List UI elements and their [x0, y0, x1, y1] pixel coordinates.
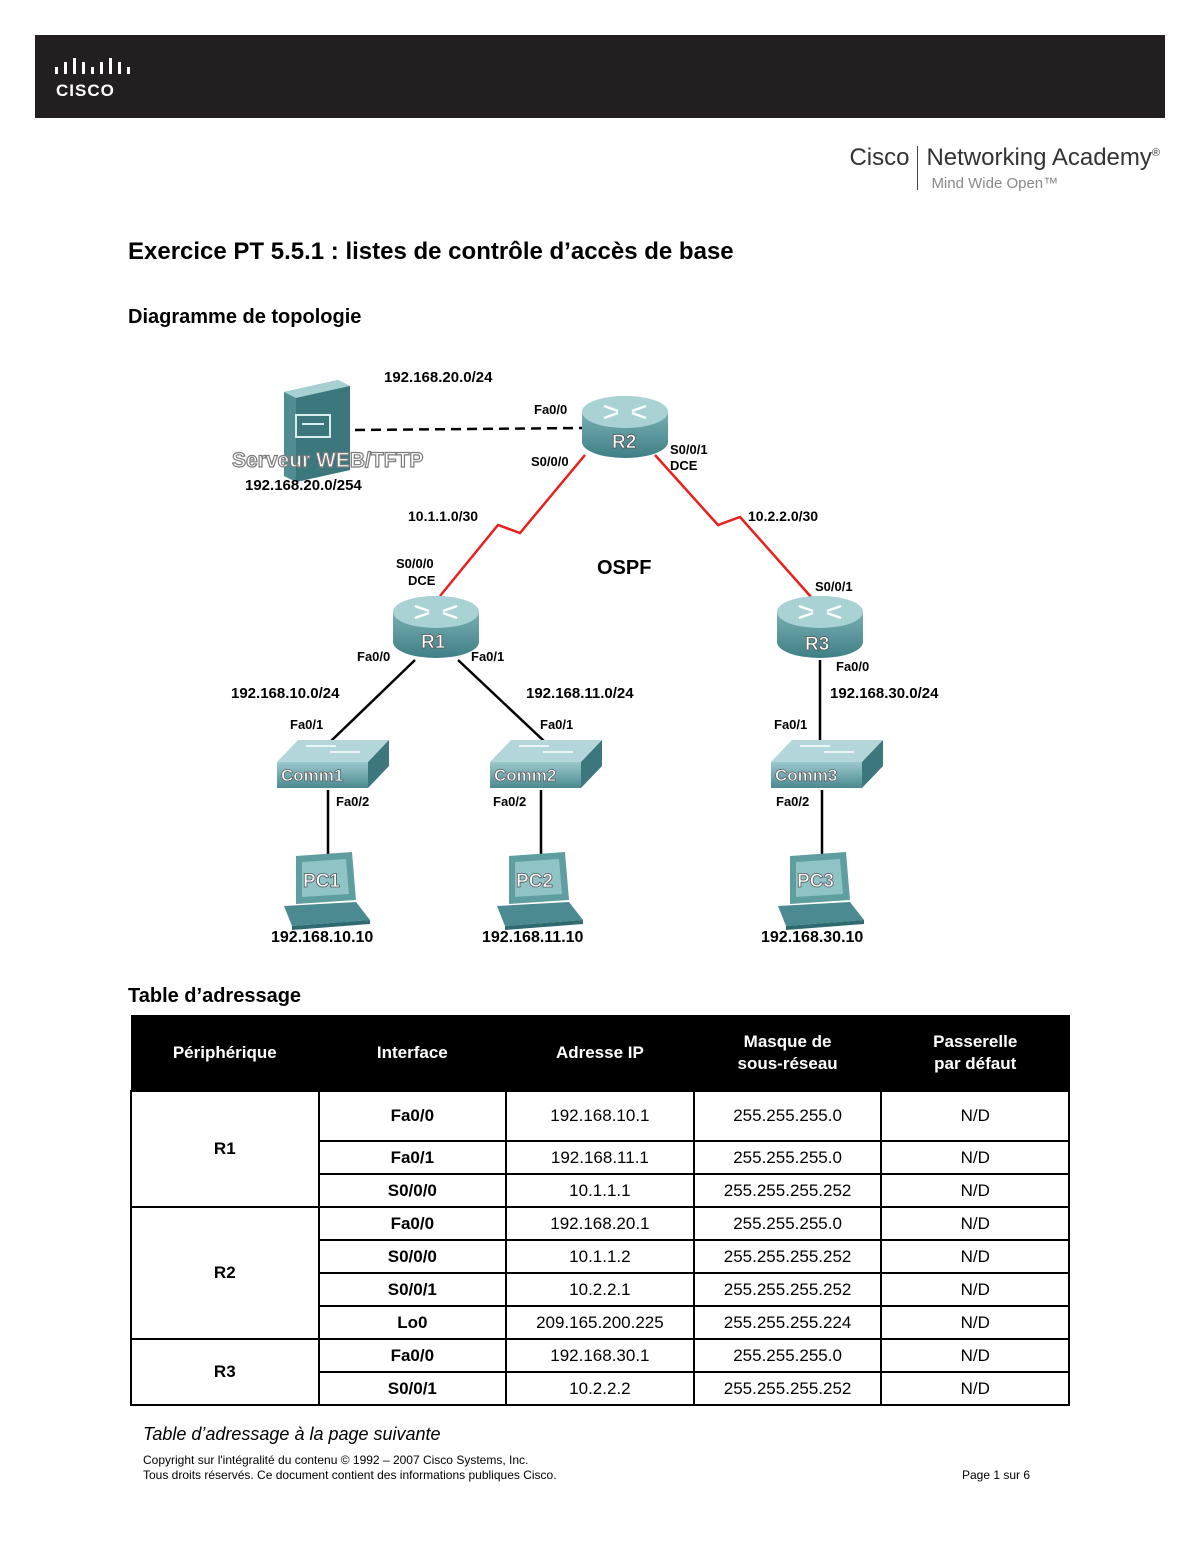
r1-dce: DCE	[408, 573, 436, 588]
comm3-name: Comm3	[775, 766, 837, 785]
r3-name: R3	[805, 634, 829, 655]
academy-tagline: Mind Wide Open™	[931, 175, 1059, 192]
r1-s000: S0/0/0	[396, 556, 434, 571]
pc3-name: PC3	[797, 871, 834, 892]
r3-fa00: Fa0/0	[836, 659, 869, 674]
link-r2-r3-label: 10.2.2.0/30	[748, 508, 818, 524]
router-r3-icon	[777, 596, 863, 658]
pc1-icon	[284, 852, 370, 930]
topology-heading: Diagramme de topologie	[128, 306, 362, 328]
server-net: 192.168.20.0/24	[384, 369, 493, 386]
comm2-up: Fa0/1	[540, 717, 573, 732]
page-number: Page 1 sur 6	[962, 1468, 1031, 1482]
table-row: S0/0/0 10.1.1.1 255.255.255.252 N/D	[131, 1173, 1070, 1208]
table-row: S0/0/0 10.1.1.2 255.255.255.252 N/D	[131, 1239, 1070, 1274]
academy-mark: ®	[1151, 147, 1160, 159]
addressing-table: Périphérique Interface Adresse IP Masque…	[130, 1015, 1070, 1406]
link-r1-r2-label: 10.1.1.0/30	[408, 508, 478, 524]
pc2-ip: 192.168.11.10	[482, 929, 584, 946]
router-r1-icon	[393, 596, 479, 658]
server-name: Serveur WEB/TFTP	[232, 449, 423, 472]
ospf-label: OSPF	[597, 557, 651, 579]
col-interface: Interface	[318, 1015, 507, 1092]
table-row: Fa0/1 192.168.11.1 255.255.255.0 N/D	[131, 1140, 1070, 1175]
table-row: S0/0/1 10.2.2.2 255.255.255.252 N/D	[131, 1371, 1070, 1406]
academy-right: Networking Academy	[926, 144, 1152, 171]
comm3-down: Fa0/2	[776, 794, 809, 809]
pc1-name: PC1	[303, 871, 340, 892]
link-r1-comm2	[457, 659, 546, 743]
cisco-wordmark: CISCO	[56, 81, 115, 100]
r3-s001: S0/0/1	[815, 579, 853, 594]
comm3-up: Fa0/1	[774, 717, 807, 732]
page-title: Exercice PT 5.5.1 : listes de contrôle d…	[128, 238, 734, 265]
cisco-bridge-icon	[55, 58, 130, 74]
r1-fa01: Fa0/1	[471, 649, 504, 664]
server-icon	[284, 380, 350, 482]
r2-fa00: Fa0/0	[534, 402, 567, 417]
switch-comm3-icon	[771, 740, 883, 788]
r2-s000: S0/0/0	[531, 454, 569, 469]
table-header-row: Périphérique Interface Adresse IP Masque…	[130, 1015, 1070, 1092]
academy-left: Cisco	[849, 144, 910, 171]
server-ip: 192.168.20.0/254	[245, 477, 362, 494]
pc3-ip: 192.168.30.10	[761, 929, 863, 946]
table-row: R3 Fa0/0 192.168.30.1 255.255.255.0 N/D	[130, 1338, 1070, 1406]
link-server-r2	[354, 426, 583, 432]
col-ip: Adresse IP	[505, 1015, 695, 1092]
device-cell: R3	[130, 1338, 320, 1406]
table-continued-note: Table d’adressage à la page suivante	[143, 1424, 441, 1444]
net-comm3-label: 192.168.30.0/24	[830, 685, 939, 702]
comm2-down: Fa0/2	[493, 794, 526, 809]
header-bar	[35, 35, 1165, 118]
r2-s001: S0/0/1	[670, 442, 708, 457]
pc2-name: PC2	[516, 871, 553, 892]
r2-dce: DCE	[670, 458, 698, 473]
copyright: Copyright sur l'intégralité du contenu ©…	[143, 1453, 557, 1482]
link-r1-comm1	[329, 659, 416, 743]
pc1-ip: 192.168.10.10	[271, 929, 373, 946]
switch-comm2-icon	[490, 740, 602, 788]
r1-name: R1	[421, 632, 446, 653]
pc3-icon	[778, 852, 864, 930]
device-cell: R2	[130, 1206, 320, 1340]
device-cell: R1	[130, 1090, 320, 1208]
comm1-down: Fa0/2	[336, 794, 369, 809]
link-r1-r2-serial	[439, 454, 586, 597]
comm2-name: Comm2	[494, 766, 556, 785]
table-row: S0/0/1 10.2.2.1 255.255.255.252 N/D	[131, 1272, 1070, 1307]
topology-diagram: Serveur WEB/TFTP 192.168.20.0/254 192.16…	[231, 369, 939, 946]
table-row: R2 Fa0/0 192.168.20.1 255.255.255.0 N/D	[130, 1206, 1070, 1340]
switch-comm1-icon	[277, 740, 389, 788]
r2-name: R2	[612, 432, 636, 453]
comm1-name: Comm1	[281, 766, 343, 785]
router-r2-icon	[582, 396, 668, 458]
net-comm2-label: 192.168.11.0/24	[526, 685, 634, 702]
table-row: Lo0 209.165.200.225 255.255.255.224 N/D	[131, 1305, 1070, 1340]
col-device: Périphérique	[130, 1015, 320, 1092]
comm1-up: Fa0/1	[290, 717, 323, 732]
link-r2-r3-serial	[654, 454, 813, 599]
pc2-icon	[497, 852, 583, 930]
table-row: R1 Fa0/0 192.168.10.1 255.255.255.0 N/D	[130, 1090, 1070, 1208]
net-comm1-label: 192.168.10.0/24	[231, 685, 340, 702]
networking-academy-logo: Cisco Networking Academy® Mind Wide Open™	[849, 144, 1160, 192]
addressing-heading: Table d’adressage	[128, 985, 302, 1007]
r1-fa00: Fa0/0	[357, 649, 390, 664]
